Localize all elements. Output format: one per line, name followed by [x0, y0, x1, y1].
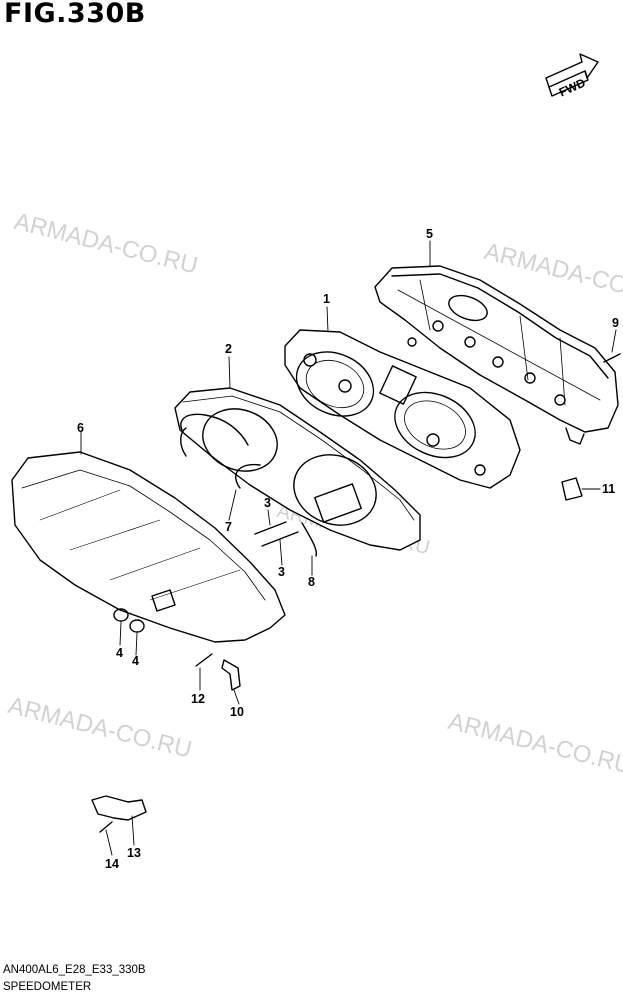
callout-4: 4: [116, 646, 123, 660]
callout-13: 13: [127, 846, 141, 860]
callout-9: 9: [612, 316, 619, 330]
rear-case-part: [374, 265, 619, 445]
callout-7: 7: [225, 520, 232, 534]
ring-part: [180, 427, 187, 457]
screw-part: [603, 353, 621, 363]
callout-4: 4: [132, 654, 139, 668]
sensor-part: [91, 795, 147, 821]
fwd-arrow-icon: [545, 53, 599, 97]
pin-part: [261, 531, 299, 547]
callout-8: 8: [308, 575, 315, 589]
pin-part: [254, 521, 287, 535]
drawing-code: AN400AL6_E28_E33_330B: [3, 964, 146, 976]
leader-lines: [80, 240, 617, 856]
callout-10: 10: [230, 705, 244, 719]
grommet-part: [129, 619, 145, 633]
cap-part: [561, 477, 583, 501]
callout-3: 3: [278, 565, 285, 579]
bolt-part: [99, 821, 113, 833]
front-cover-part: [11, 451, 286, 643]
callout-1: 1: [323, 292, 330, 306]
callout-14: 14: [105, 857, 119, 871]
drawing-name: SPEEDOMETER: [3, 981, 92, 993]
callout-5: 5: [426, 227, 433, 241]
ring-part: [301, 522, 318, 557]
meter-case-part: [174, 387, 421, 551]
callout-2: 2: [225, 342, 232, 356]
figure-title: FIG.330B: [4, 0, 146, 29]
clip-part: [221, 659, 241, 691]
callout-6: 6: [77, 421, 84, 435]
callout-12: 12: [191, 692, 205, 706]
callout-3: 3: [264, 496, 271, 510]
callout-11: 11: [602, 482, 616, 496]
grommet-part: [113, 608, 129, 622]
meter-assembly-part: [284, 329, 521, 489]
ring-part: [235, 463, 261, 489]
screw-part: [195, 653, 213, 667]
ring-part: [180, 413, 249, 446]
